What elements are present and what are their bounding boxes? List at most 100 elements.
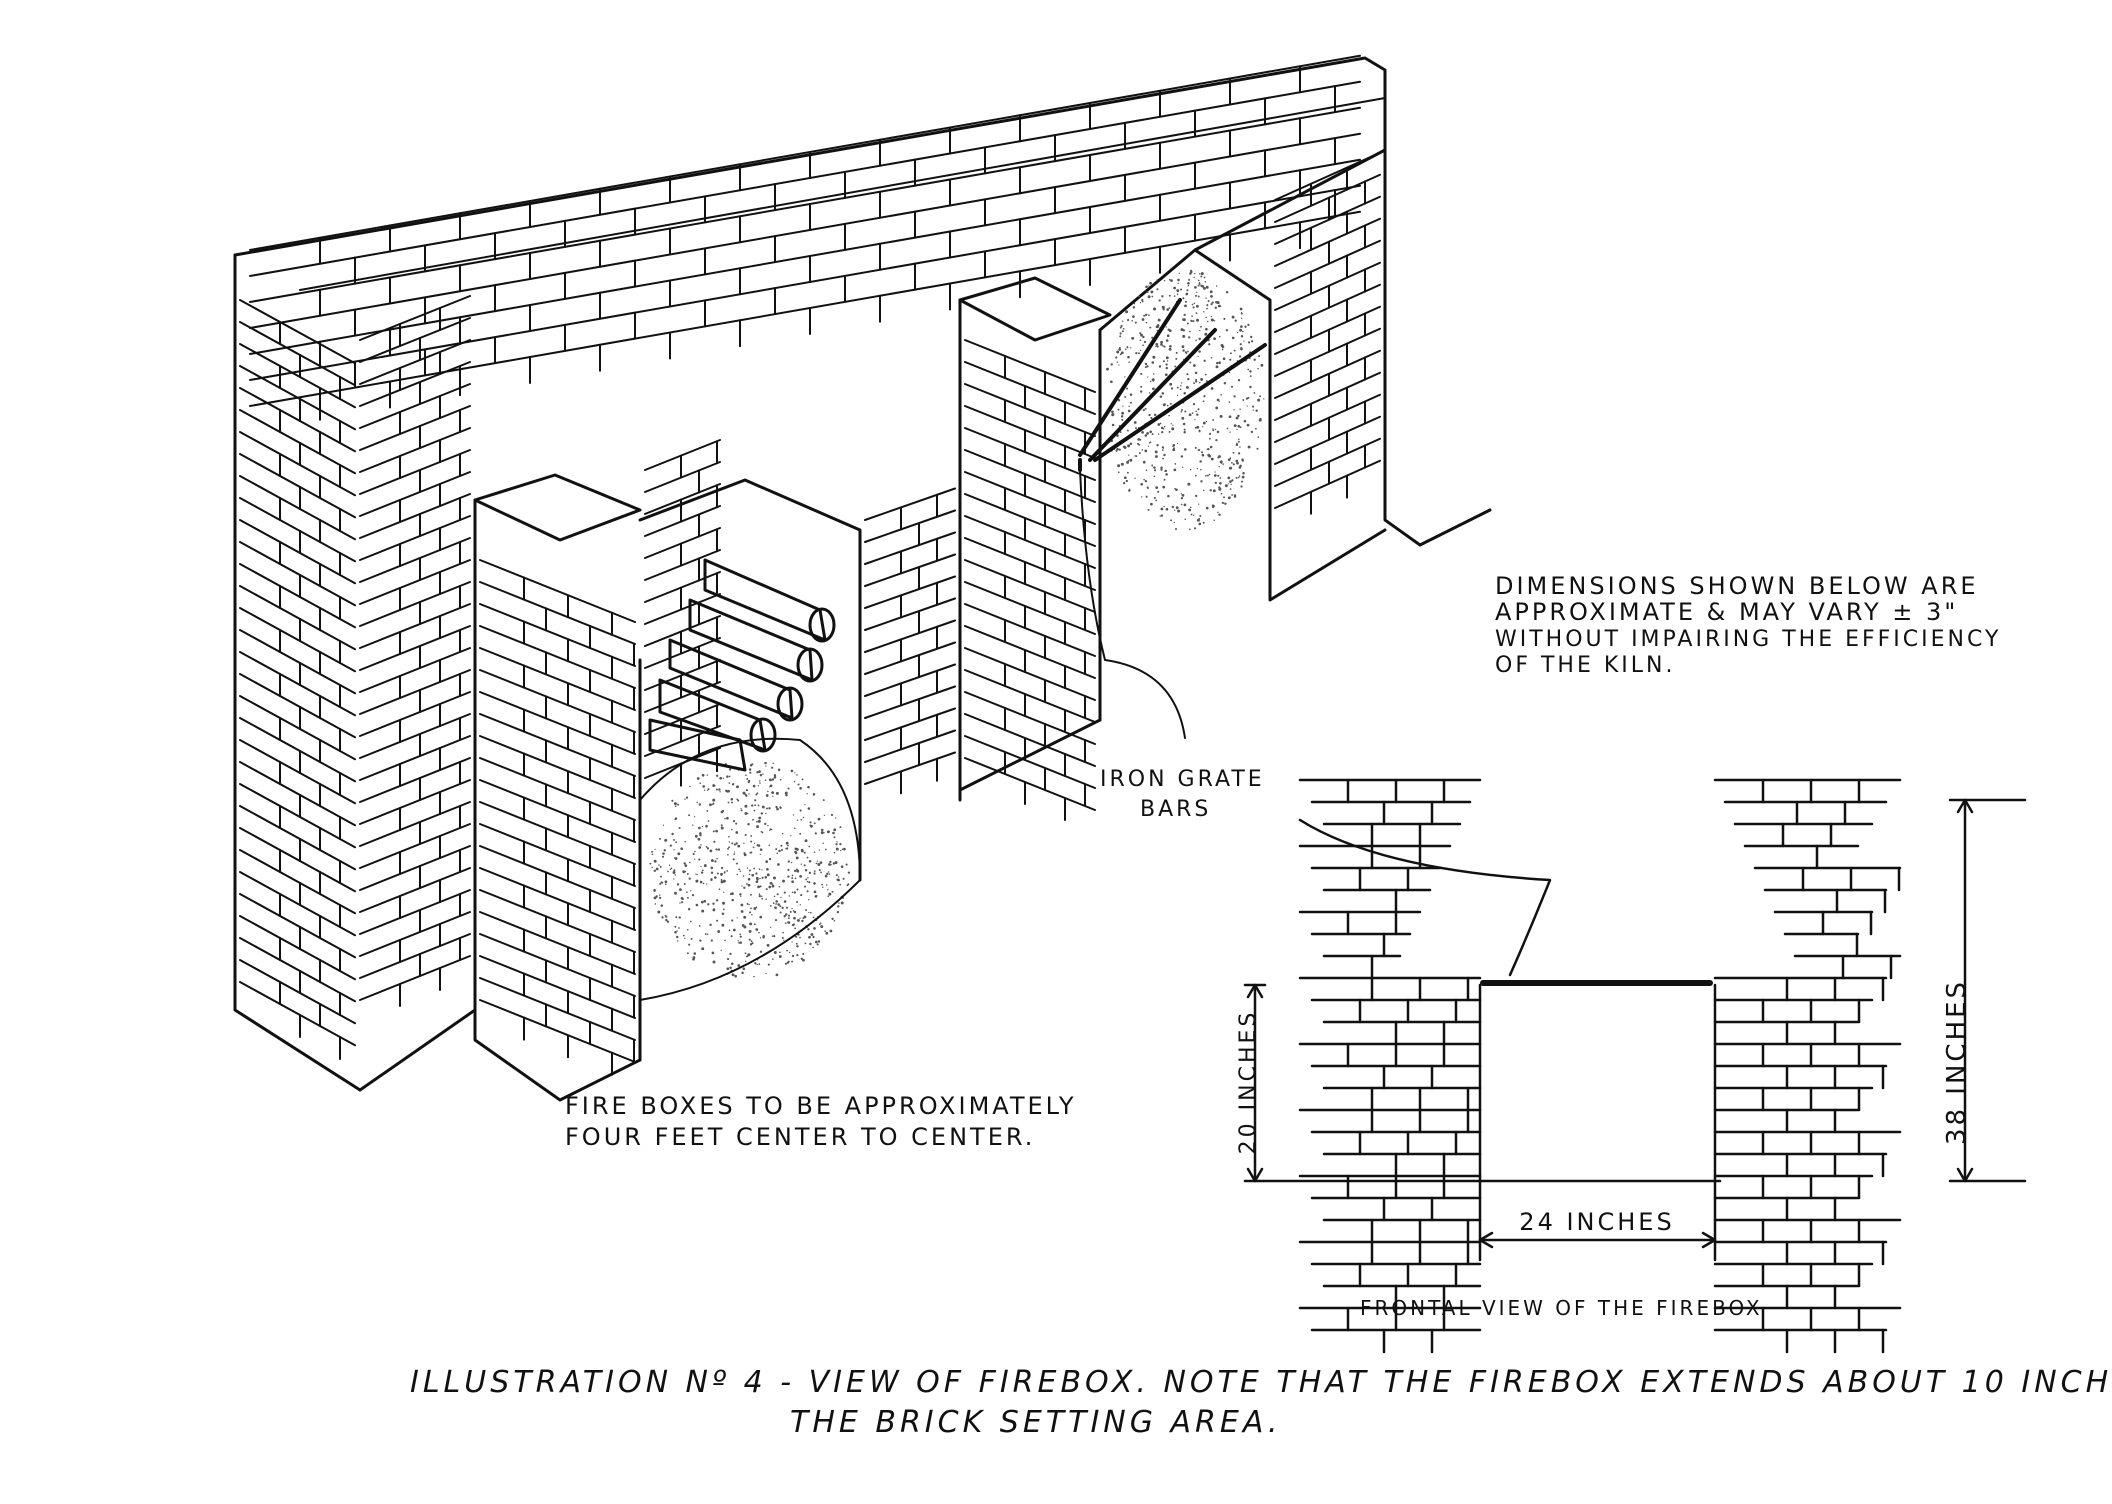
stipple-dot [1193,382,1195,385]
stipple-dot [727,847,729,850]
stipple-dot [1250,335,1253,339]
stipple-dot [1155,345,1157,348]
stipple-dot [826,884,828,886]
stipple-dot [651,866,653,869]
stipple-dot [1218,400,1220,402]
stipple-dot [1240,311,1243,314]
stipple-dot [765,762,767,764]
stipple-dot [772,795,774,797]
stipple-dot [1191,412,1194,414]
stipple-dot [722,901,725,905]
stipple-dot [1163,279,1166,282]
stipple-dot [1205,420,1208,423]
stipple-dot [729,952,732,955]
stipple-dot [1157,433,1160,435]
stipple-dot [1171,427,1175,431]
brick-line [1274,261,1381,311]
stipple-dot [1182,349,1185,352]
stipple-dot [727,853,729,856]
stipple-dot [750,851,753,854]
stipple-dot [1128,361,1130,363]
stipple-dot [1241,458,1244,461]
stipple-dot [1159,422,1162,425]
stipple-dot [1149,380,1152,383]
stipple-dot [1176,293,1179,295]
stipple-dot [1157,423,1161,426]
stipple-dot [1195,312,1198,315]
stipple-dot [756,928,759,931]
stipple-dot [715,829,718,833]
stipple-dot [767,825,769,827]
stipple-dot [706,933,709,936]
brick-line [359,317,471,363]
stipple-dot [1257,398,1261,402]
stipple-dot [1140,482,1143,486]
stipple-dot [758,770,761,773]
stipple-dot [1155,342,1159,346]
stipple-dot [1170,519,1173,522]
stipple-dot [835,874,838,877]
stipple-dot [1166,360,1169,362]
stipple-dot [1147,445,1150,447]
stipple-dot [795,935,798,938]
stipple-dot [710,859,714,862]
stipple-dot [833,919,836,922]
stipple-dot [810,824,813,828]
stipple-dot [816,943,819,946]
stipple-dot [1235,476,1238,479]
brick-line [249,106,1361,303]
brick-line [864,707,956,741]
stipple-dot [731,898,734,902]
stipple-dot [791,954,795,958]
brick-line [964,339,1096,393]
stipple-dot [755,793,758,796]
brick-line [644,593,721,625]
stipple-dot [689,785,691,788]
stipple-dot [1172,445,1174,448]
stipple-dot [801,778,804,781]
stipple-dot [1240,346,1243,349]
stipple-dot [1198,337,1201,341]
stipple-dot [741,971,744,975]
stipple-dot [664,880,668,884]
stipple-dot [740,903,744,907]
stipple-dot [774,906,777,910]
brick-line [239,387,356,453]
stipple-dot [759,848,763,851]
stipple-dot [728,782,731,784]
stipple-dot [820,828,824,832]
brick-line [1274,371,1381,421]
dimensions-note-line-2: APPROXIMATE & MAY VARY ± 3" [1495,598,1958,626]
stipple-dot [787,921,791,924]
stipple-dot [696,801,698,804]
brick-line [249,158,1361,355]
stipple-dot [1233,424,1237,428]
stipple-dot [1133,421,1137,424]
stipple-dot [661,916,664,919]
stipple-dot [1195,410,1197,413]
stipple-dot [796,848,799,851]
stipple-dot [1124,395,1127,398]
brick-line [359,801,471,847]
brick-line [864,641,956,675]
stipple-dot [1210,295,1213,298]
stipple-dot [828,863,831,866]
stipple-dot [1120,415,1124,418]
stipple-dot [1151,464,1154,467]
stipple-dot [792,814,795,816]
brick-line [964,713,1096,767]
stipple-dot [715,788,718,791]
stipple-dot [771,766,774,769]
stipple-dot [1202,286,1206,290]
stipple-dot [1209,290,1213,294]
stipple-dot [712,830,715,833]
stipple-dot [1191,315,1193,317]
fireboxes-note-line-1: FIRE BOXES TO BE APPROXIMATELY [565,1092,1077,1120]
stipple-dot [1213,474,1217,477]
stipple-dot [684,840,686,843]
stipple-dot [1174,365,1177,368]
stipple-dot [695,879,699,883]
stipple-dot [680,896,684,900]
brick-line [479,845,636,909]
stipple-dot [674,857,678,860]
